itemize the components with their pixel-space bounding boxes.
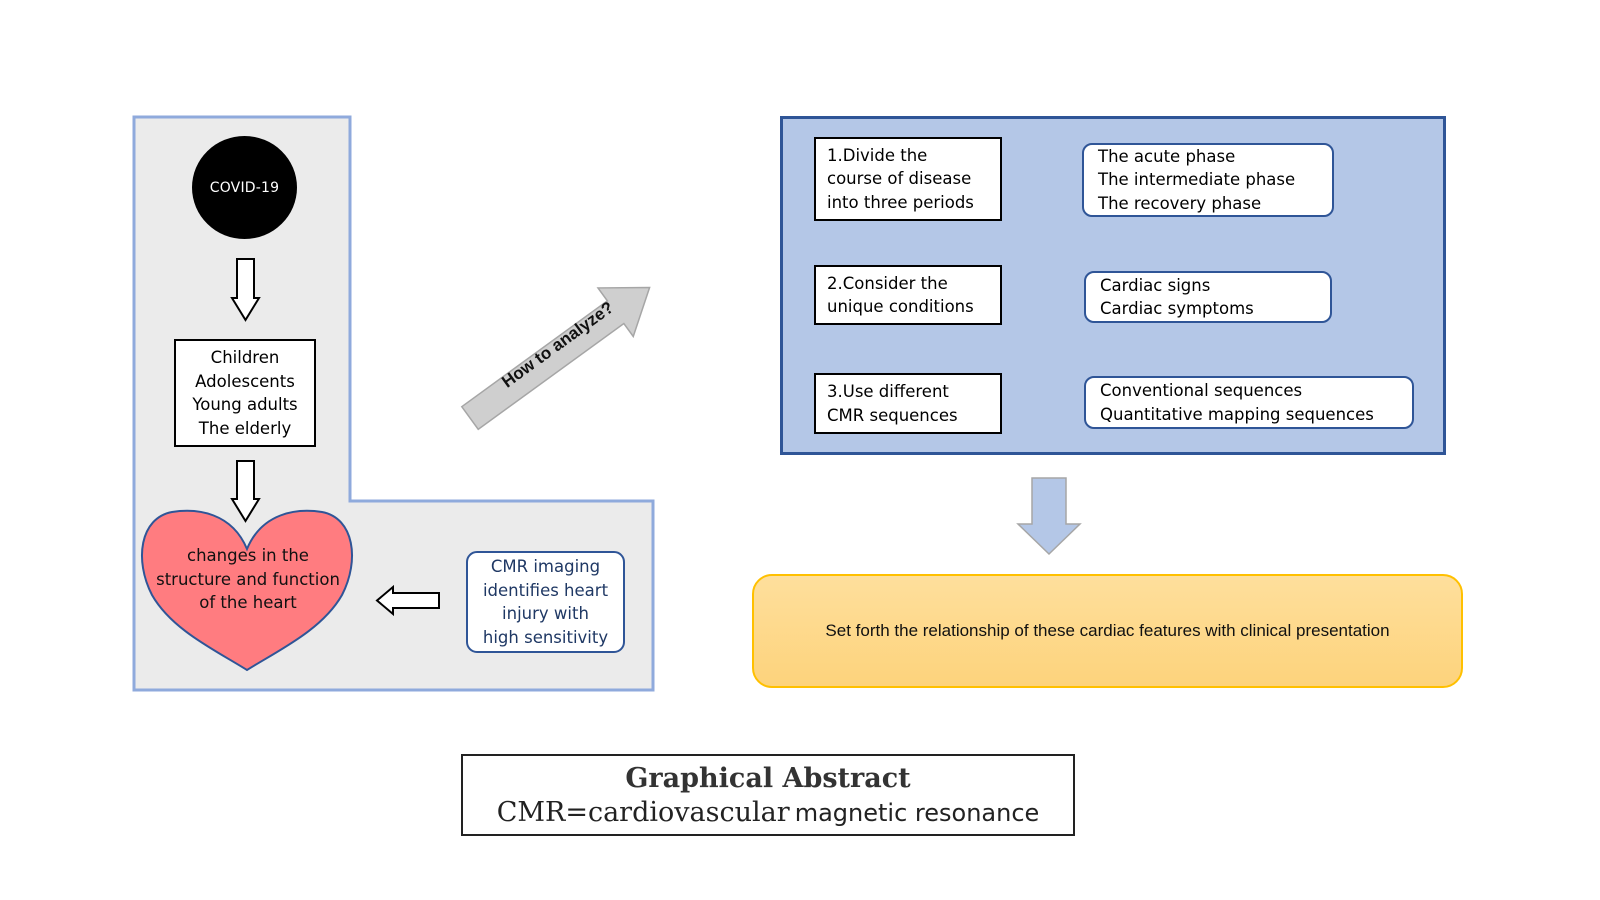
covid-label: COVID-19 bbox=[209, 179, 280, 196]
how-to-analyze-label: How to analyze? bbox=[498, 297, 618, 392]
cmr-line: CMR imaging bbox=[490, 557, 601, 576]
caption-abbreviation: CMR=cardiovascular magnetic resonance bbox=[463, 796, 1073, 833]
step-1-results: The acute phase The intermediate phase T… bbox=[1082, 143, 1334, 217]
population-item: The elderly bbox=[198, 418, 292, 438]
caption-box: Graphical Abstract CMR=cardiovascular ma… bbox=[461, 754, 1075, 836]
cmr-line: identifies heart bbox=[482, 580, 609, 600]
caption-abbr-rest: magnetic resonance bbox=[794, 799, 1040, 827]
left-arrow-icon bbox=[375, 584, 440, 617]
result-item: Quantitative mapping sequences bbox=[1100, 404, 1374, 424]
down-arrow-icon bbox=[230, 258, 261, 322]
cmr-line: injury with bbox=[502, 604, 589, 623]
result-item: The recovery phase bbox=[1098, 193, 1262, 213]
result-item: Cardiac symptoms bbox=[1100, 299, 1254, 318]
heart-label-line: structure and function bbox=[156, 569, 340, 589]
result-item: Conventional sequences bbox=[1100, 381, 1303, 400]
population-item: Adolescents bbox=[195, 371, 295, 391]
step-line: 2.Consider the bbox=[827, 273, 948, 293]
population-box: Children Adolescents Young adults The el… bbox=[174, 339, 316, 447]
step-3-results: Conventional sequences Quantitative mapp… bbox=[1084, 376, 1414, 429]
step-line: 3.Use different bbox=[827, 382, 949, 401]
step-line: 1.Divide the bbox=[827, 145, 928, 165]
caption-title: Graphical Abstract bbox=[625, 763, 911, 794]
step-3-box: 3.Use different CMR sequences bbox=[814, 373, 1002, 434]
step-line: into three periods bbox=[827, 192, 974, 212]
big-down-arrow-icon bbox=[1016, 477, 1082, 556]
step-line: course of disease bbox=[827, 169, 972, 189]
population-item: Young adults bbox=[192, 395, 298, 414]
covid-node: COVID-19 bbox=[192, 136, 297, 239]
down-arrow-icon bbox=[230, 460, 261, 523]
population-item: Children bbox=[210, 348, 280, 367]
cmr-line: high sensitivity bbox=[482, 627, 609, 647]
step-line: unique conditions bbox=[827, 297, 974, 316]
big-down-arrow-shape bbox=[1016, 477, 1082, 556]
step-2-results: Cardiac signs Cardiac symptoms bbox=[1084, 271, 1332, 323]
heart-label-line: of the heart bbox=[199, 593, 297, 612]
conclusion-text: Set forth the relationship of these card… bbox=[825, 621, 1390, 640]
heart-label-line: changes in the bbox=[187, 546, 309, 565]
cmr-imaging-box: CMR imaging identifies heart injury with… bbox=[466, 551, 625, 653]
heart-label: changes in the structure and function of… bbox=[142, 544, 354, 615]
step-1-box: 1.Divide the course of disease into thre… bbox=[814, 137, 1002, 221]
caption-abbr-term: CMR=cardiovascular bbox=[496, 797, 790, 828]
result-item: Cardiac signs bbox=[1100, 275, 1211, 295]
result-item: The intermediate phase bbox=[1098, 170, 1296, 190]
step-2-box: 2.Consider the unique conditions bbox=[814, 265, 1002, 325]
step-line: CMR sequences bbox=[827, 405, 958, 425]
conclusion-box: Set forth the relationship of these card… bbox=[752, 574, 1463, 688]
result-item: The acute phase bbox=[1098, 146, 1236, 166]
